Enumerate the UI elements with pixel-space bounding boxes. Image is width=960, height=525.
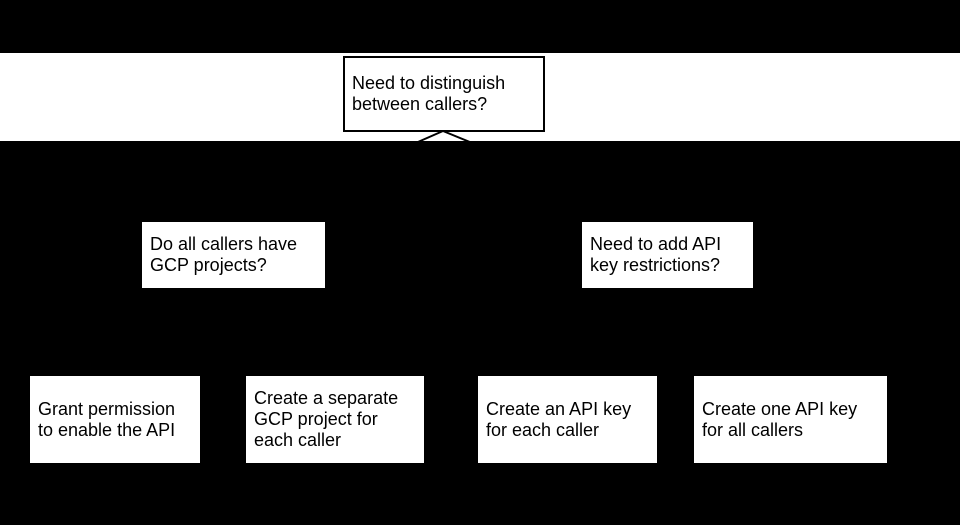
node-need-distinguish-callers: Need to distinguish between callers? <box>343 56 545 132</box>
node-text: Create one API key for all callers <box>702 398 858 440</box>
node-create-one-api-key-all-callers: Create one API key for all callers <box>694 376 887 463</box>
node-text: Create an API key for each caller <box>486 398 632 440</box>
node-grant-permission-enable-api: Grant permission to enable the API <box>30 376 200 463</box>
node-text: Do all callers have GCP projects? <box>150 234 298 275</box>
node-need-api-key-restrictions: Need to add API key restrictions? <box>582 222 753 288</box>
node-text: Grant permission to enable the API <box>38 398 176 440</box>
node-all-callers-have-gcp-projects: Do all callers have GCP projects? <box>142 222 325 288</box>
node-text: Need to add API key restrictions? <box>590 234 722 275</box>
connector-left-branch <box>232 130 444 224</box>
node-text: Create a separate GCP project for each c… <box>254 388 399 450</box>
node-create-api-key-each-caller: Create an API key for each caller <box>478 376 657 463</box>
connector-right-branch <box>442 130 668 224</box>
node-create-separate-gcp-project: Create a separate GCP project for each c… <box>246 376 424 463</box>
node-text: Need to distinguish between callers? <box>352 73 506 114</box>
